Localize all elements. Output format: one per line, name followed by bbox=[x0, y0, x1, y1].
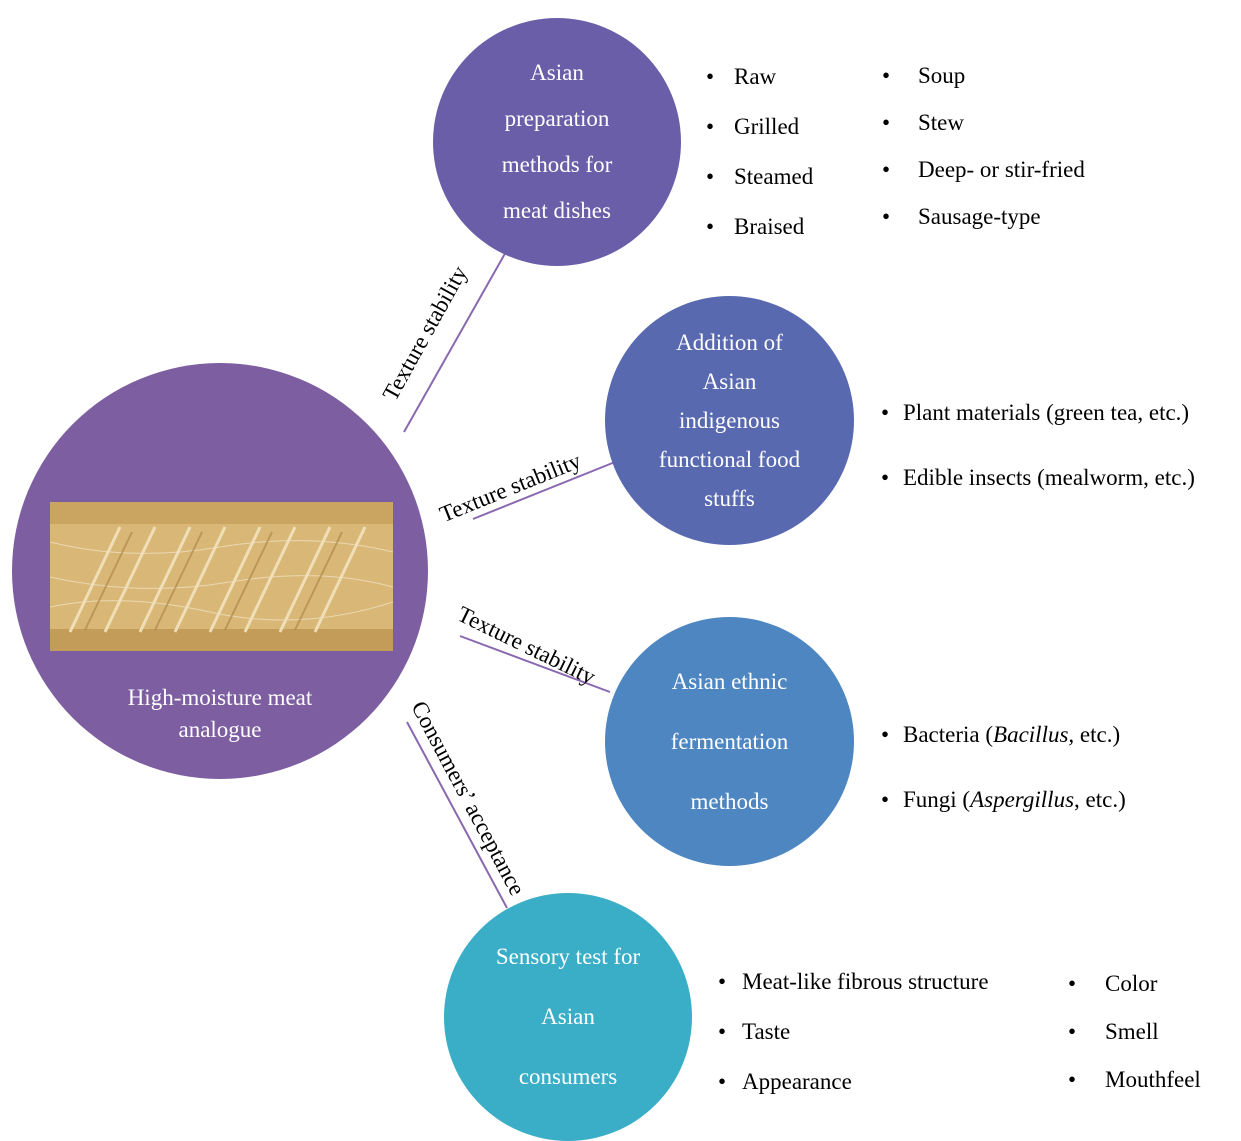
addition-line4: functional food bbox=[658, 447, 801, 472]
meat-analogue-photo bbox=[50, 502, 393, 651]
addition-list: •Plant materials (green tea, etc.) •Edib… bbox=[881, 380, 1195, 510]
addition-line1: Addition of bbox=[676, 330, 783, 355]
fermentation-line2: fermentation bbox=[670, 728, 789, 754]
list-item: •Soup bbox=[882, 63, 966, 88]
sensory-circle: Sensory test for Asian consumers bbox=[444, 893, 692, 1141]
preparation-line4: meat dishes bbox=[503, 198, 611, 223]
sensory-line1: Sensory test for bbox=[495, 944, 641, 969]
hub-label: High-moisture meat analogue bbox=[90, 682, 350, 746]
list-item: •Mouthfeel bbox=[1068, 1067, 1201, 1092]
list-item: •Meat-like fibrous structure bbox=[718, 969, 989, 994]
addition-line2: Asian bbox=[702, 369, 757, 394]
sensory-line3: consumers bbox=[518, 1064, 618, 1089]
fermentation-line1: Asian ethnic bbox=[671, 668, 788, 694]
list-item: •Smell bbox=[1068, 1019, 1159, 1044]
list-item: •Edible insects (mealworm, etc.) bbox=[881, 465, 1195, 490]
connector-fermentation bbox=[459, 635, 611, 693]
sensory-list-1: •Meat-like fibrous structure •Taste •App… bbox=[718, 957, 989, 1107]
connector-addition bbox=[472, 461, 616, 520]
list-item: •Taste bbox=[718, 1019, 791, 1044]
list-item: •Fungi (Aspergillus, etc.) bbox=[881, 787, 1126, 812]
hub-label-line2: analogue bbox=[178, 717, 262, 742]
list-item: •Sausage-type bbox=[882, 204, 1041, 229]
list-item: •Stew bbox=[882, 110, 964, 135]
preparation-list-1: •Raw •Grilled •Steamed •Braised bbox=[706, 52, 813, 252]
list-item: •Steamed bbox=[706, 164, 814, 189]
list-item: •Raw bbox=[706, 64, 777, 89]
list-item: •Grilled bbox=[706, 114, 800, 139]
sensory-list-2: •Color •Smell •Mouthfeel bbox=[1068, 960, 1201, 1104]
fermentation-line3: methods bbox=[690, 788, 769, 814]
fermentation-list: •Bacteria (Bacillus, etc.) •Fungi (Asper… bbox=[881, 702, 1126, 832]
addition-line5: stuffs bbox=[704, 486, 755, 511]
list-item: •Braised bbox=[706, 214, 805, 239]
sensory-line2: Asian bbox=[541, 1004, 595, 1029]
preparation-list-2: •Soup •Stew •Deep- or stir-fried •Sausag… bbox=[882, 52, 1085, 240]
list-item: •Plant materials (green tea, etc.) bbox=[881, 400, 1190, 425]
list-item: •Bacteria (Bacillus, etc.) bbox=[881, 722, 1121, 747]
addition-line3: indigenous bbox=[679, 408, 780, 433]
fermentation-circle: Asian ethnic fermentation methods bbox=[605, 617, 854, 866]
preparation-line2: preparation bbox=[504, 106, 610, 131]
preparation-line3: methods for bbox=[501, 152, 613, 177]
connector-preparation bbox=[403, 249, 508, 433]
preparation-line1: Asian bbox=[530, 60, 584, 85]
preparation-circle: Asian preparation methods for meat dishe… bbox=[433, 18, 681, 266]
list-item: •Deep- or stir-fried bbox=[882, 157, 1085, 182]
list-item: •Appearance bbox=[718, 1069, 852, 1094]
list-item: •Color bbox=[1068, 971, 1158, 996]
addition-circle: Addition of Asian indigenous functional … bbox=[605, 296, 854, 545]
hub-label-line1: High-moisture meat bbox=[127, 685, 313, 710]
connector-sensory bbox=[406, 721, 508, 909]
